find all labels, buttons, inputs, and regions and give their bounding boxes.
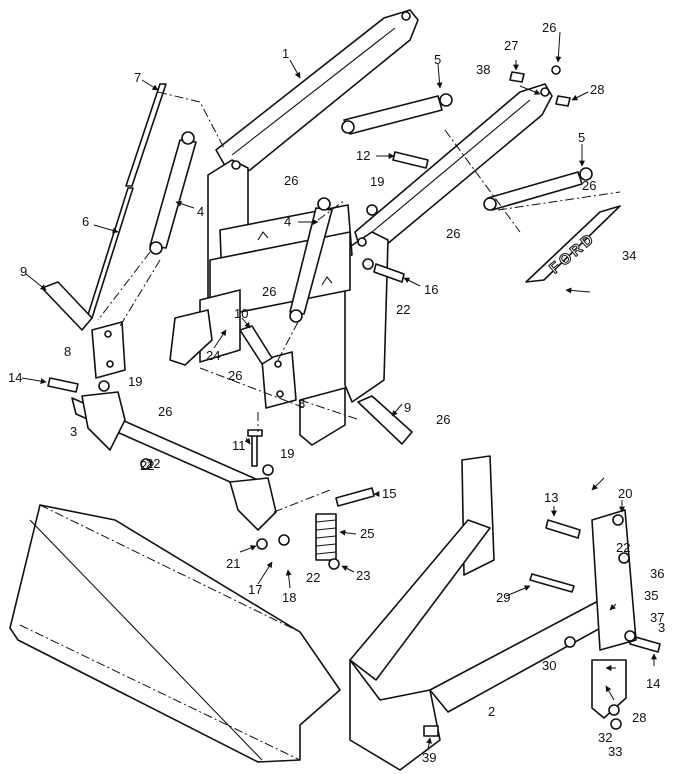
callout-label: 1	[282, 46, 289, 61]
callout-label: 19	[280, 446, 294, 461]
callout-label: 16	[424, 282, 438, 297]
callout-label: 6	[82, 214, 89, 229]
callout-label: 18	[282, 590, 296, 605]
bracket-8-center	[261, 351, 297, 409]
callout-label: 30	[542, 658, 556, 673]
cross-tube	[71, 391, 277, 531]
callout-label: 13	[544, 490, 558, 505]
callout-label: 26	[158, 404, 172, 419]
bucket	[9, 504, 341, 763]
callout-label: 9	[404, 400, 411, 415]
callout-label: 8	[64, 344, 71, 359]
callout-label: 24	[206, 348, 220, 363]
spring	[315, 513, 337, 561]
callout-label: 26	[446, 226, 460, 241]
callout-label: 9	[20, 264, 27, 279]
fittings	[98, 65, 636, 730]
ford-decal-set: FORD	[525, 205, 621, 283]
callout-label: 10	[234, 306, 248, 321]
callout-label: 39	[422, 750, 436, 765]
link-9-left	[41, 281, 93, 331]
callout-label: 33	[608, 744, 622, 759]
mast-frame	[169, 204, 353, 446]
callout-label: 17	[248, 582, 262, 597]
callout-label: 25	[360, 526, 374, 541]
pins	[47, 71, 661, 653]
callout-label: 22	[396, 302, 410, 317]
callout-label: 20	[618, 486, 632, 501]
callout-label: 22	[140, 458, 154, 473]
callout-label: 36	[650, 566, 664, 581]
rod-6	[86, 187, 134, 319]
link-9-right	[357, 395, 413, 445]
assembly-lines	[97, 91, 621, 513]
callout-label: 21	[226, 556, 240, 571]
callout-label: 34	[622, 248, 636, 263]
callout-label: 22	[616, 540, 630, 555]
cylinder-left	[149, 131, 197, 255]
callout-label: 26	[228, 368, 242, 383]
callout-label: 23	[356, 568, 370, 583]
callout-label: 26	[582, 178, 596, 193]
callout-label: 2	[488, 704, 495, 719]
callout-label: 28	[590, 82, 604, 97]
callout-label: 26	[436, 412, 450, 427]
callout-label: 3	[658, 620, 665, 635]
subframe	[349, 455, 637, 771]
callout-label: 19	[370, 174, 384, 189]
callout-label: 11	[232, 438, 246, 453]
callout-label: 4	[284, 214, 291, 229]
callout-label: 3	[70, 424, 77, 439]
right-boom-arm	[344, 83, 553, 403]
rod-7	[125, 83, 167, 187]
callout-label: 35	[644, 588, 658, 603]
leader-lines	[21, 31, 657, 751]
callout-label: 37	[650, 610, 664, 625]
callout-label: 22	[306, 570, 320, 585]
callout-label: 5	[434, 52, 441, 67]
callout-label: 14	[8, 370, 22, 385]
callout-label: 7	[134, 70, 141, 85]
callout-label: 15	[382, 486, 396, 501]
callout-label: 8	[298, 396, 305, 411]
link-10	[239, 325, 273, 365]
callout-label: 26	[262, 284, 276, 299]
bracket-8-left	[91, 321, 126, 379]
callout-label: 12	[356, 148, 370, 163]
callout-label: 26	[284, 173, 298, 188]
cylinder-upper-right	[483, 167, 593, 211]
callout-label: 14	[646, 676, 660, 691]
callout-label: 19	[128, 374, 142, 389]
callout-label: 28	[632, 710, 646, 725]
ford-decal-text: FORD	[546, 229, 599, 277]
callout-label: 5	[578, 130, 585, 145]
callout-labels: 1 2 3 3 4 4 5 5 6 7 8 8 9 9 10 11 12 13 …	[8, 20, 665, 765]
callout-label: 22	[146, 456, 160, 471]
cylinder-center	[289, 197, 333, 323]
callout-label: 32	[598, 730, 612, 745]
callout-label: 27	[504, 38, 518, 53]
callout-label: 29	[496, 590, 510, 605]
callout-label: 26	[542, 20, 556, 35]
callout-label: 38	[476, 62, 490, 77]
callout-label: 4	[197, 204, 204, 219]
cylinder-upper-left	[341, 93, 453, 135]
